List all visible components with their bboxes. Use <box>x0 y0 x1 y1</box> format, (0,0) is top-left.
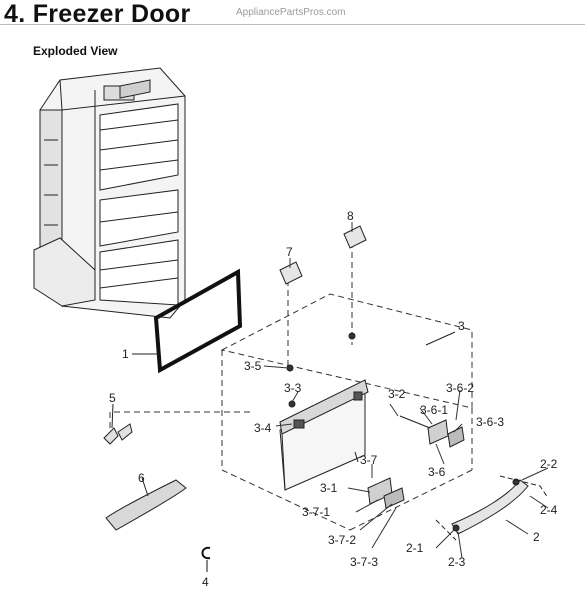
callout-label: 3-7-3 <box>350 555 378 569</box>
callout-label: 2 <box>533 530 540 544</box>
clip-4 <box>201 546 211 572</box>
callout-label: 3-3 <box>284 381 302 395</box>
callout-label: 3-7-2 <box>328 533 356 547</box>
callout-label: 3-5 <box>244 359 262 373</box>
callout-label: 3-6-2 <box>446 381 474 395</box>
callout-label: 3-6-3 <box>476 415 504 429</box>
callout-label: 2-2 <box>540 457 558 471</box>
callout-label: 7 <box>286 245 293 259</box>
callout-label: 5 <box>109 391 116 405</box>
callout-label: 3-7-1 <box>302 505 330 519</box>
door-gasket <box>132 268 243 374</box>
callout-label: 3 <box>458 319 465 333</box>
callout-label: 2-1 <box>406 541 424 555</box>
site-watermark: AppliancePartsPros.com <box>236 7 346 18</box>
title-rule <box>0 24 585 25</box>
callout-label: 3-4 <box>254 421 272 435</box>
callout-leader <box>425 331 456 346</box>
view-subtitle: Exploded View <box>33 44 118 58</box>
callout-label: 3-7 <box>360 453 378 467</box>
door-assembly-outline <box>109 242 473 531</box>
callout-labels: 1 2 2-1 2-2 2-3 2-4 3 3-1 3-2 3-3 3-4 3-… <box>109 209 558 589</box>
callout-label: 8 <box>347 209 354 223</box>
callout-label: 2-4 <box>540 503 558 517</box>
hinge-bracket-5 <box>103 403 133 445</box>
page-title: 4. Freezer Door <box>4 0 191 28</box>
callout-label: 3-2 <box>388 387 406 401</box>
callout-label: 2-3 <box>448 555 466 569</box>
callout-label: 3-6-1 <box>420 403 448 417</box>
callout-label: 3-6 <box>428 465 446 479</box>
door-brackets <box>367 415 465 509</box>
callout-label: 6 <box>138 471 145 485</box>
hinge-cover-small <box>279 225 367 285</box>
refrigerator-cabinet <box>33 67 186 319</box>
callout-label: 1 <box>122 347 129 361</box>
callout-leaders <box>263 222 549 559</box>
freezer-door-panel <box>279 332 369 491</box>
callout-label: 4 <box>202 575 209 589</box>
door-handle <box>435 475 549 541</box>
handle-cover-6 <box>105 477 187 531</box>
callout-label: 3-1 <box>320 481 338 495</box>
